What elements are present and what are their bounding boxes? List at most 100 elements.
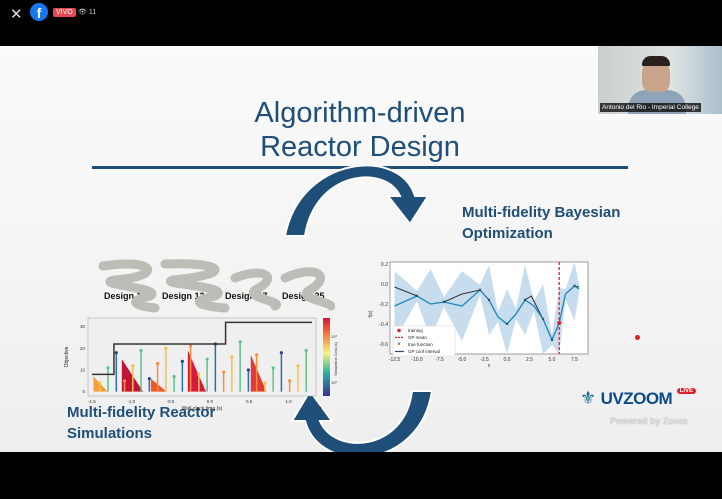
stem-point: [164, 346, 168, 350]
x-tick-label: -5.0: [458, 357, 467, 363]
legend-swatch: ×: [397, 342, 401, 348]
gp-mean-line: [394, 285, 580, 342]
speaker-hair: [642, 56, 670, 66]
eye-icon: 👁: [78, 9, 87, 16]
x-tick-label: -1.5: [88, 399, 96, 404]
run-mark: [93, 376, 108, 392]
x-tick-label: -12.5: [389, 357, 401, 363]
sample-marker: ×: [478, 288, 482, 294]
colorbar-tick: 10²: [331, 380, 337, 385]
confidence-interval: [394, 262, 579, 354]
bayesian-optimization-chart: Iteration 3×××××××××-12.5-10.0-7.5-5.0-2…: [368, 261, 589, 369]
logo-live: LIVE: [676, 388, 696, 394]
stem-point: [106, 366, 110, 370]
laser-pointer: [635, 335, 640, 340]
sample-marker: ×: [550, 338, 554, 344]
design-label: Design 10: [104, 291, 147, 301]
live-badge: VIVO: [53, 8, 76, 17]
y-axis-label: f(x): [368, 310, 374, 318]
x-tick-label: -2.5: [480, 357, 489, 363]
legend-label: training: [408, 328, 423, 333]
coil-design-10: [98, 259, 160, 313]
x-tick-label: 2.5: [526, 357, 533, 363]
design-label: Design 17: [225, 291, 268, 301]
stem-point: [197, 372, 201, 376]
y-tick-label: -0.4: [379, 322, 388, 328]
x-tick-label: 0.5: [246, 399, 253, 404]
stem-point: [279, 351, 284, 355]
stream-topbar: ✕ f VIVO 👁 11: [0, 0, 722, 46]
stem-point: [114, 351, 118, 355]
x-tick-label: 5.0: [549, 357, 556, 363]
stem-point: [131, 364, 135, 368]
coil-design-17: [230, 268, 282, 311]
x-tick-label: -10.0: [411, 357, 423, 363]
reactor-simulations-heading: Multi-fidelity Reactor Simulations: [67, 402, 215, 444]
stem-point: [222, 370, 226, 374]
stem-point: [288, 379, 292, 383]
training-point: [557, 321, 562, 325]
y-tick-label: 10: [80, 368, 86, 373]
facebook-icon: f: [30, 3, 48, 21]
sample-marker: ×: [487, 298, 491, 304]
stem-point: [263, 381, 267, 385]
stream-bottombar: [0, 452, 722, 499]
stem-point: [255, 353, 259, 357]
x-tick-label: -7.5: [435, 357, 444, 363]
y-tick-label: 20: [80, 346, 86, 351]
sample-marker: ×: [442, 300, 446, 306]
bottom-arrow: [290, 389, 434, 452]
run-mark: [121, 359, 144, 392]
sample-marker: ×: [505, 322, 509, 328]
y-tick-label: 30: [80, 324, 86, 329]
x-tick-label: -0.5: [167, 399, 175, 404]
stem-point: [238, 340, 242, 344]
run-mark: [150, 378, 167, 392]
close-icon[interactable]: ✕: [10, 6, 23, 23]
stem-point: [205, 357, 209, 361]
viewer-count-value: 11: [88, 9, 97, 16]
x-tick-label: -1.0: [127, 399, 135, 404]
legend-label: GP mean: [408, 335, 427, 340]
x-tick-label: 0.0: [207, 399, 214, 404]
run-mark: [250, 354, 267, 392]
y-axis-label: Objective: [64, 346, 70, 367]
viewer-count: 👁 11: [78, 8, 96, 16]
cycle-arrows: [283, 164, 434, 452]
y-tick-label: 0.0: [381, 282, 388, 288]
best-objective-line: [91, 321, 313, 376]
x-tick-label: 7.5: [571, 357, 578, 363]
slide-title: Algorithm-driven Reactor Design: [200, 96, 520, 164]
x-axis-label: Wall-clock time (s): [182, 406, 223, 412]
bayesian-optimization-heading: Multi-fidelity Bayesian Optimization: [462, 202, 620, 244]
stem-point: [155, 361, 160, 366]
stem-point: [147, 377, 151, 381]
y-tick-label: 0.2: [381, 262, 388, 268]
sample-marker: ×: [523, 298, 527, 304]
y-tick-label: -0.2: [379, 302, 388, 308]
legend-label: GP conf interval: [408, 349, 440, 354]
title-line-2: Reactor Design: [260, 131, 460, 163]
stem-point: [271, 366, 275, 370]
stem-point: [246, 368, 250, 372]
x-tick-label: 1.0: [285, 399, 292, 404]
legend-label: true function: [408, 342, 433, 347]
stem-point: [98, 381, 102, 385]
colorbar: [323, 318, 330, 396]
fleur-icon: ⚜: [580, 388, 597, 408]
stem-point: [180, 359, 184, 363]
stem-point: [139, 348, 143, 353]
stem-point: [230, 355, 234, 359]
stem-point: [122, 379, 127, 383]
top-arrow: [283, 164, 430, 237]
uvzoom-logo: ⚜ UVZOOM LIVE: [580, 388, 696, 409]
x-axis-label: x: [488, 363, 491, 369]
heading-line: Multi-fidelity Reactor: [67, 404, 216, 421]
title-line-1: Algorithm-driven: [254, 97, 466, 129]
legend-swatch: [397, 328, 401, 333]
colorbar-tick: 10³: [331, 334, 337, 339]
coil-design-25: [280, 267, 335, 311]
sample-marker: ×: [415, 294, 419, 300]
y-tick-label: 0: [82, 389, 85, 394]
stem-point: [172, 374, 176, 379]
